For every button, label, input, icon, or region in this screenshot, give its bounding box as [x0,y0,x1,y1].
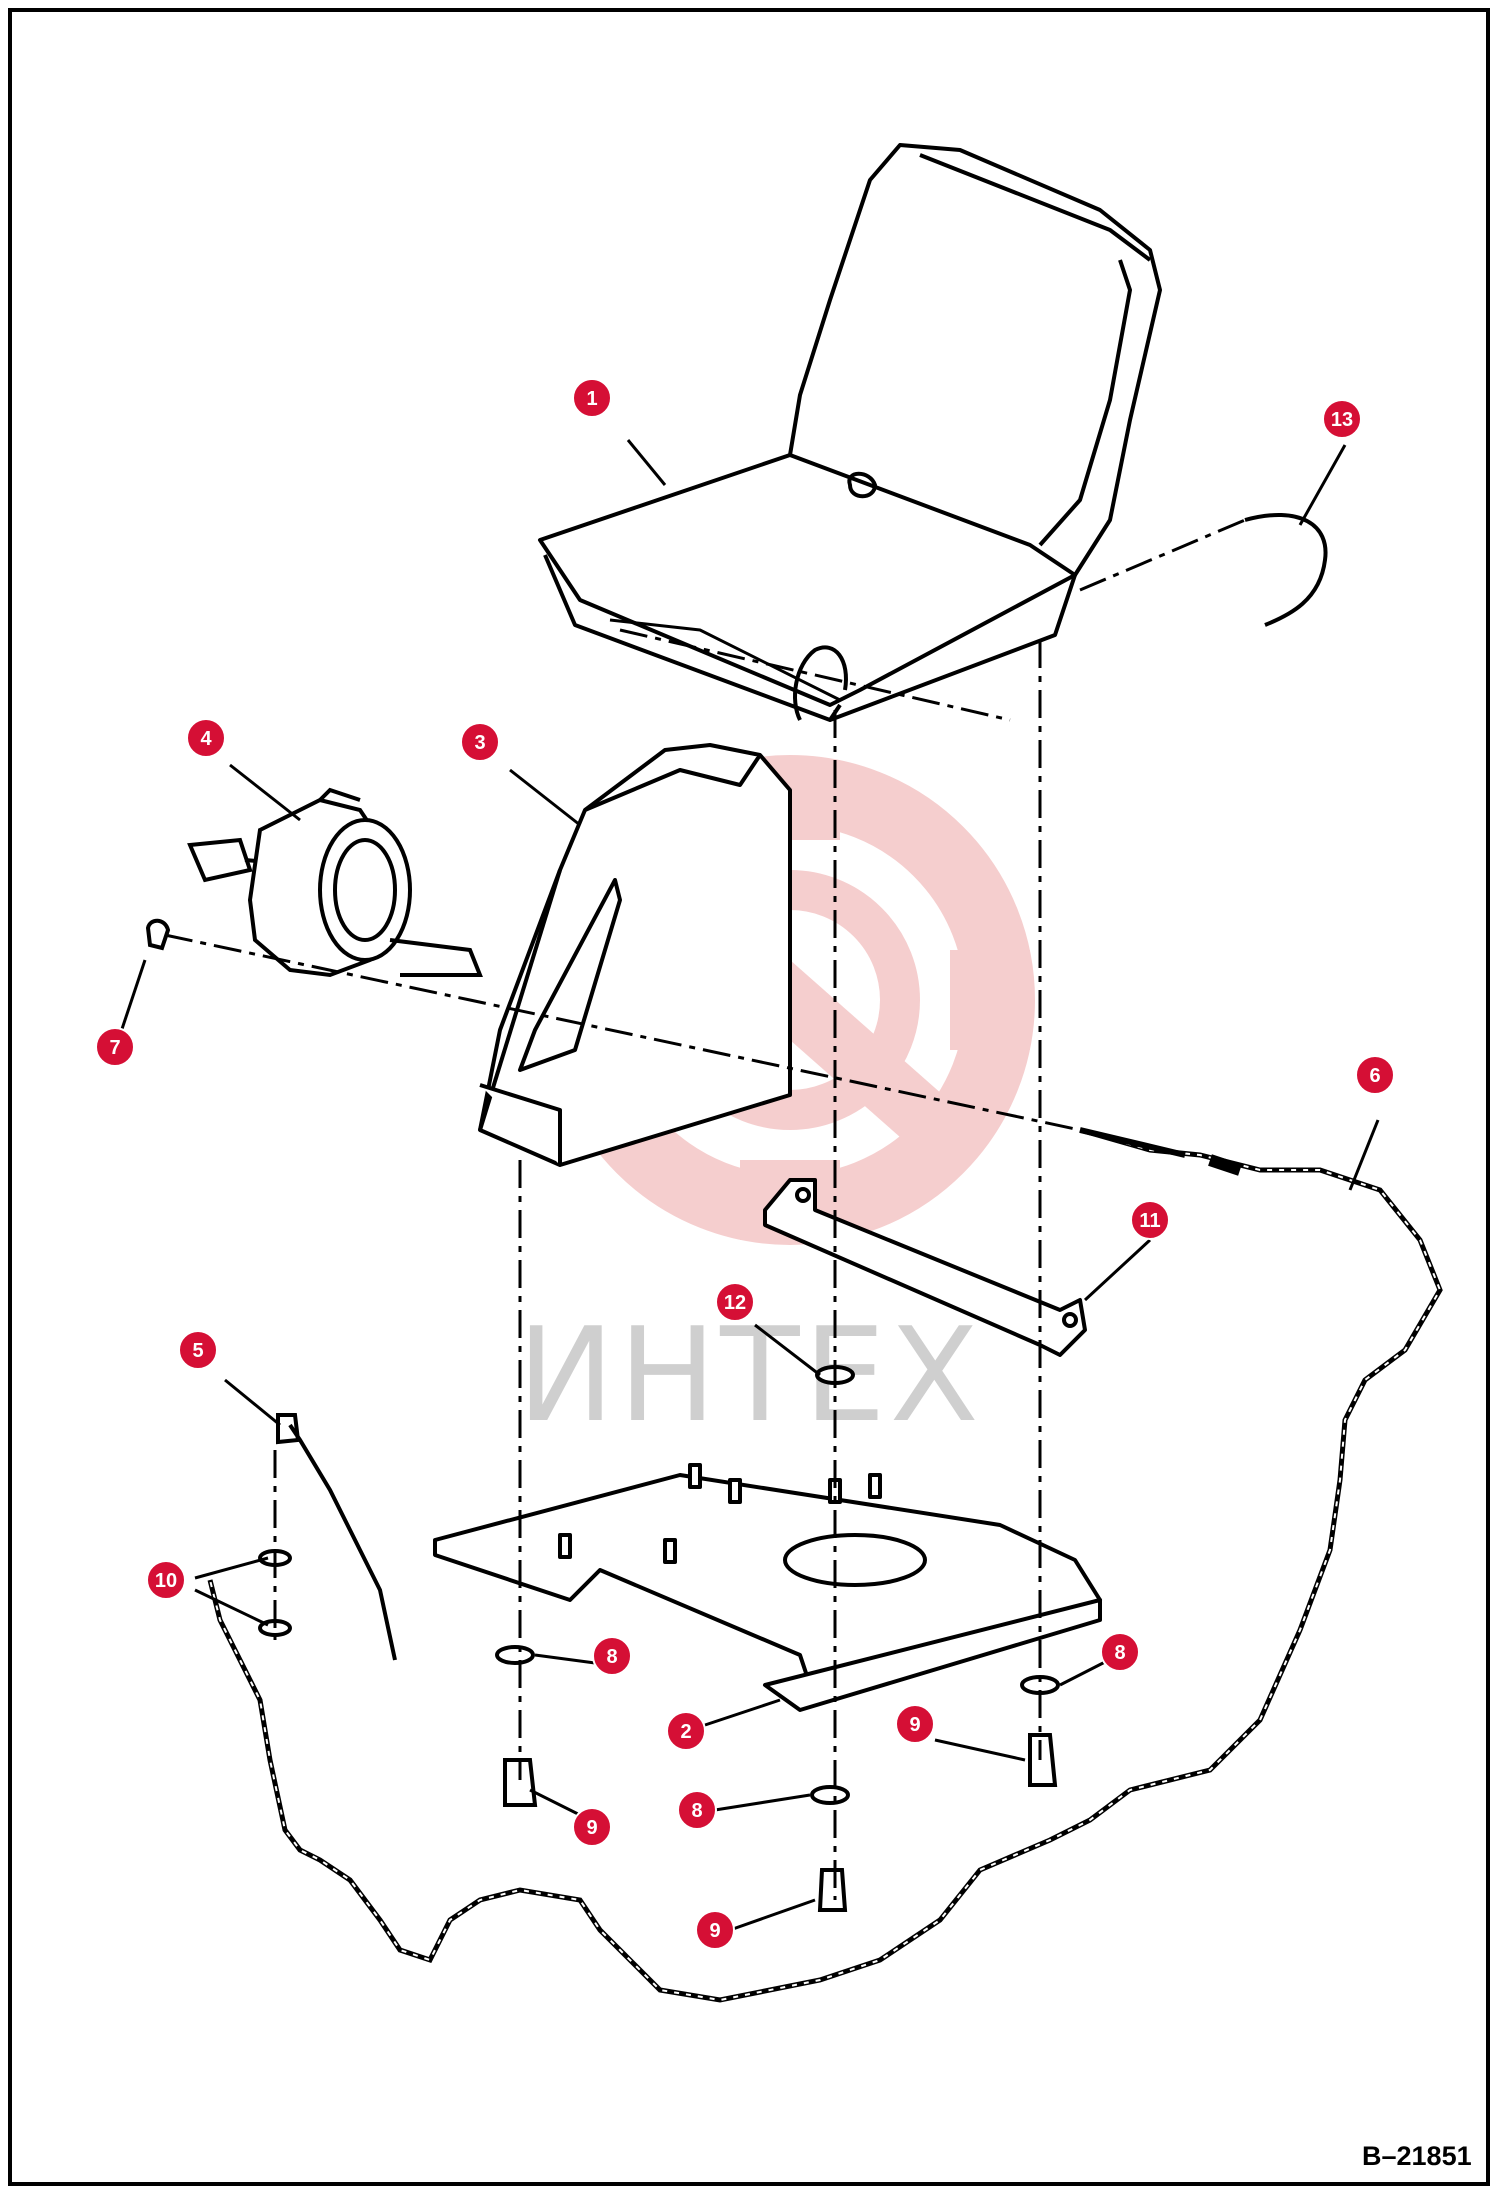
svg-text:8: 8 [606,1646,617,1668]
cable-6-end [1079,1127,1186,1158]
svg-text:1: 1 [586,388,597,410]
console [478,743,792,1167]
bolt-9-right [1028,1733,1058,1787]
svg-text:2: 2 [680,1721,691,1743]
svg-text:11: 11 [1139,1210,1160,1232]
svg-text:5: 5 [192,1340,203,1362]
fitting-5 [276,1413,301,1445]
svg-text:13: 13 [1331,409,1353,431]
svg-text:10: 10 [155,1570,177,1592]
callout-4[interactable]: 4 [186,718,226,758]
drawing-number: B–21851 [1362,2141,1472,2171]
cable-6-inner [209,1129,1442,2002]
bolt-9-center [817,1868,848,1912]
callout-12[interactable]: 12 [715,1282,755,1322]
bolt-7 [145,918,171,951]
callout-7[interactable]: 7 [95,1027,135,1067]
callout-1[interactable]: 1 [572,378,612,418]
alignment-lines [164,518,1246,1900]
callout-11[interactable]: 11 [1130,1200,1170,1240]
svg-text:8: 8 [1114,1642,1125,1664]
svg-text:8: 8 [691,1800,702,1822]
callout-9b[interactable]: 9 [572,1807,612,1847]
cables [207,1127,1443,2003]
callout-13[interactable]: 13 [1322,399,1362,439]
tie-13 [1244,513,1328,627]
callout-8b[interactable]: 8 [1100,1632,1140,1672]
watermark-text: ИНТЕХ [517,1299,983,1451]
control-lever-assembly [187,787,483,978]
callout-6[interactable]: 6 [1355,1055,1395,1095]
svg-text:9: 9 [909,1714,920,1736]
svg-text:7: 7 [109,1037,120,1059]
callout-2[interactable]: 2 [666,1711,706,1751]
svg-text:12: 12 [724,1292,746,1314]
callout-9c[interactable]: 9 [695,1910,735,1950]
callout-10[interactable]: 10 [146,1560,186,1600]
callout-5[interactable]: 5 [178,1330,218,1370]
svg-text:9: 9 [586,1817,597,1839]
callout-8c[interactable]: 8 [677,1790,717,1830]
cable-5 [288,1423,397,1661]
bolt-9-left [503,1758,538,1807]
bracket [763,1178,1087,1357]
svg-text:4: 4 [200,728,212,750]
base-plate [433,1463,1102,1712]
svg-text:9: 9 [709,1920,720,1942]
svg-text:6: 6 [1369,1065,1380,1087]
page-border [8,8,1490,2186]
callout-8a[interactable]: 8 [592,1636,632,1676]
callout-3[interactable]: 3 [460,722,500,762]
fasteners [145,918,1060,1912]
washer-8-center [810,1785,850,1805]
washer-8-left [495,1645,535,1665]
svg-text:3: 3 [474,732,485,754]
callout-9a[interactable]: 9 [895,1704,935,1744]
